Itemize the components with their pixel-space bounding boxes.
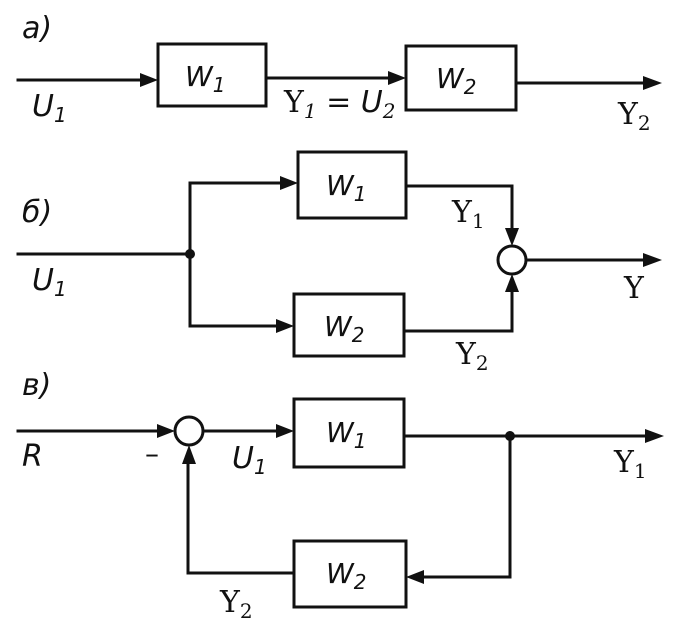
c-output-arrowhead [645, 429, 664, 443]
b-lower-to-sum-line [402, 286, 514, 333]
a-mid-label: Y1 = U2 [283, 85, 395, 123]
c-output-label: Y1 [613, 445, 647, 483]
c-summing-junction [173, 415, 205, 447]
c-block-w1 [292, 397, 406, 469]
b-block-w2 [292, 292, 406, 358]
diagram-b-label: б) [22, 195, 52, 230]
c-u1-label: U1 [232, 441, 267, 479]
a-block-w2 [404, 44, 518, 112]
b-block-w2-label: W2 [324, 310, 364, 347]
b-upper-arrowhead [280, 176, 298, 190]
b-output-label: Y [623, 271, 645, 306]
b-y2-label: Y2 [455, 337, 489, 375]
diagram-a-series: а) W1 W2 U1 Y1 = U2 Y2 [16, 11, 662, 135]
a-mid-arrowhead [388, 71, 406, 85]
b-lower-arrowhead [276, 319, 294, 333]
c-input-label: R [22, 439, 43, 474]
diagram-c-feedback: в) W1 W2 R – U1 Y1 Y2 [16, 368, 664, 623]
c-minus-sign: – [145, 437, 159, 470]
a-block-w2-label: W2 [436, 62, 476, 99]
c-feedback-right-line [418, 434, 512, 579]
b-y1-label: Y1 [451, 195, 485, 233]
a-output-label: Y2 [617, 97, 651, 135]
b-block-w1-label: W1 [326, 169, 366, 206]
b-upper-to-sum-line [404, 184, 514, 234]
c-feedback-left-line [186, 459, 296, 575]
b-input-label: U1 [32, 263, 67, 301]
b-upper-sum-arrowhead [505, 228, 519, 246]
c-block-w1-label: W1 [326, 416, 366, 453]
c-block-w2-label: W2 [326, 557, 366, 594]
c-feedback-arrowhead [406, 570, 424, 584]
b-lower-sum-arrowhead [505, 274, 519, 292]
diagram-c-label: в) [22, 368, 51, 403]
b-output-arrowhead [643, 253, 662, 267]
a-block-w1-label: W1 [185, 60, 225, 97]
c-feedback-sum-arrowhead [182, 445, 196, 464]
c-u1-arrowhead [276, 424, 294, 438]
b-summing-junction [496, 244, 528, 276]
c-input-arrowhead [157, 424, 175, 438]
diagram-b-parallel: б) W1 W2 U1 Y1 Y2 Y [16, 150, 662, 375]
c-feedback-label: Y2 [219, 585, 253, 623]
diagram-a-label: а) [22, 11, 52, 46]
a-input-label: U1 [32, 89, 67, 127]
a-input-arrowhead [140, 73, 158, 87]
a-output-arrowhead [643, 76, 662, 90]
a-block-w1 [156, 42, 268, 108]
c-block-w2 [292, 539, 408, 609]
